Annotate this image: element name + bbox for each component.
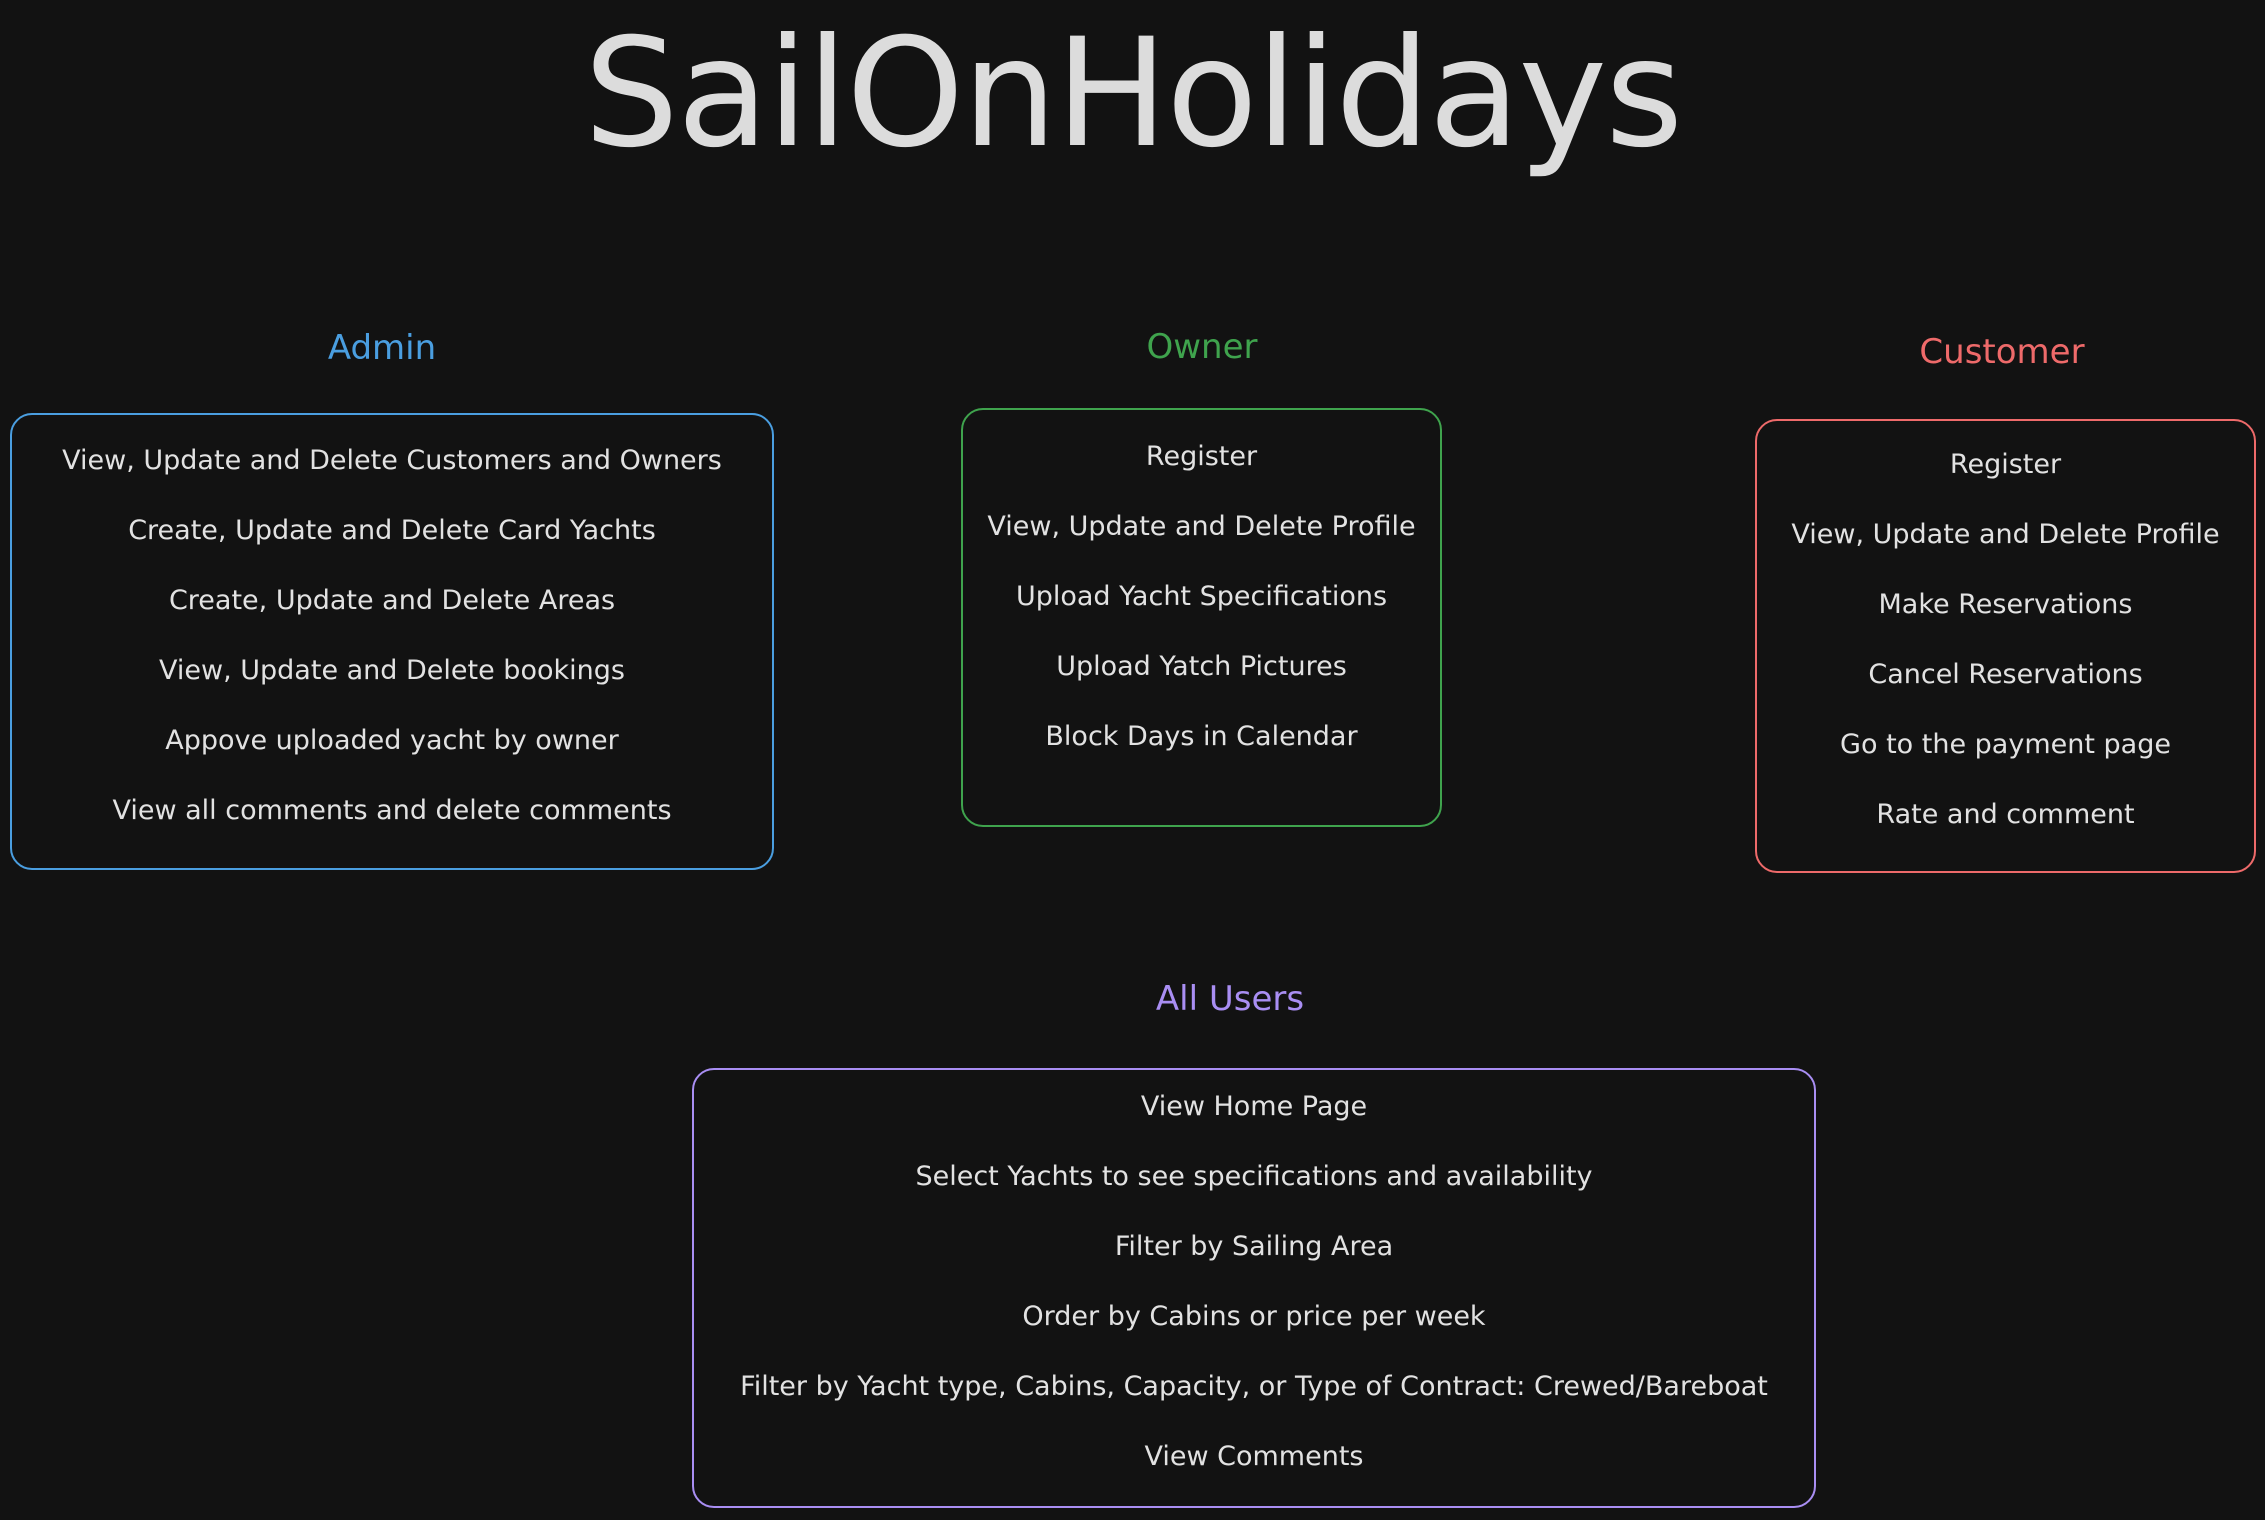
customer-item: Cancel Reservations xyxy=(1868,659,2143,690)
owner-box: Register View, Update and Delete Profile… xyxy=(961,408,1442,827)
owner-item: Upload Yacht Specifications xyxy=(1015,581,1388,612)
admin-box: View, Update and Delete Customers and Ow… xyxy=(10,413,774,870)
admin-heading: Admin xyxy=(327,328,437,368)
customer-heading: Customer xyxy=(1919,332,2085,372)
all-users-item: Filter by Sailing Area xyxy=(1114,1231,1394,1262)
customer-item: Make Reservations xyxy=(1878,589,2133,620)
all-users-item: Order by Cabins or price per week xyxy=(1022,1301,1486,1332)
all-users-item: View Comments xyxy=(1144,1441,1364,1472)
customer-box: Register View, Update and Delete Profile… xyxy=(1755,419,2256,873)
admin-item: Create, Update and Delete Card Yachts xyxy=(128,515,656,546)
customer-item: Go to the payment page xyxy=(1840,729,2171,760)
owner-item: Register xyxy=(1145,441,1258,472)
all-users-item: View Home Page xyxy=(1140,1091,1368,1122)
customer-item: Rate and comment xyxy=(1876,799,2135,830)
all-users-box: View Home Page Select Yachts to see spec… xyxy=(692,1068,1816,1508)
all-users-item: Select Yachts to see specifications and … xyxy=(915,1161,1593,1192)
customer-item: View, Update and Delete Profile xyxy=(1791,519,2220,550)
customer-item: Register xyxy=(1949,449,2062,480)
admin-item: View, Update and Delete Customers and Ow… xyxy=(62,445,722,476)
admin-item: View all comments and delete comments xyxy=(112,795,672,826)
owner-item: View, Update and Delete Profile xyxy=(987,511,1416,542)
all-users-item: Filter by Yacht type, Cabins, Capacity, … xyxy=(740,1371,1768,1402)
owner-heading: Owner xyxy=(1146,327,1258,367)
diagram-title: SailOnHolidays xyxy=(583,7,1684,181)
owner-item: Upload Yatch Pictures xyxy=(1056,651,1347,682)
all-users-heading: All Users xyxy=(1155,979,1305,1019)
owner-item: Block Days in Calendar xyxy=(1045,721,1358,752)
admin-item: Appove uploaded yacht by owner xyxy=(165,725,619,756)
admin-item: View, Update and Delete bookings xyxy=(159,655,625,686)
admin-item: Create, Update and Delete Areas xyxy=(168,585,616,616)
